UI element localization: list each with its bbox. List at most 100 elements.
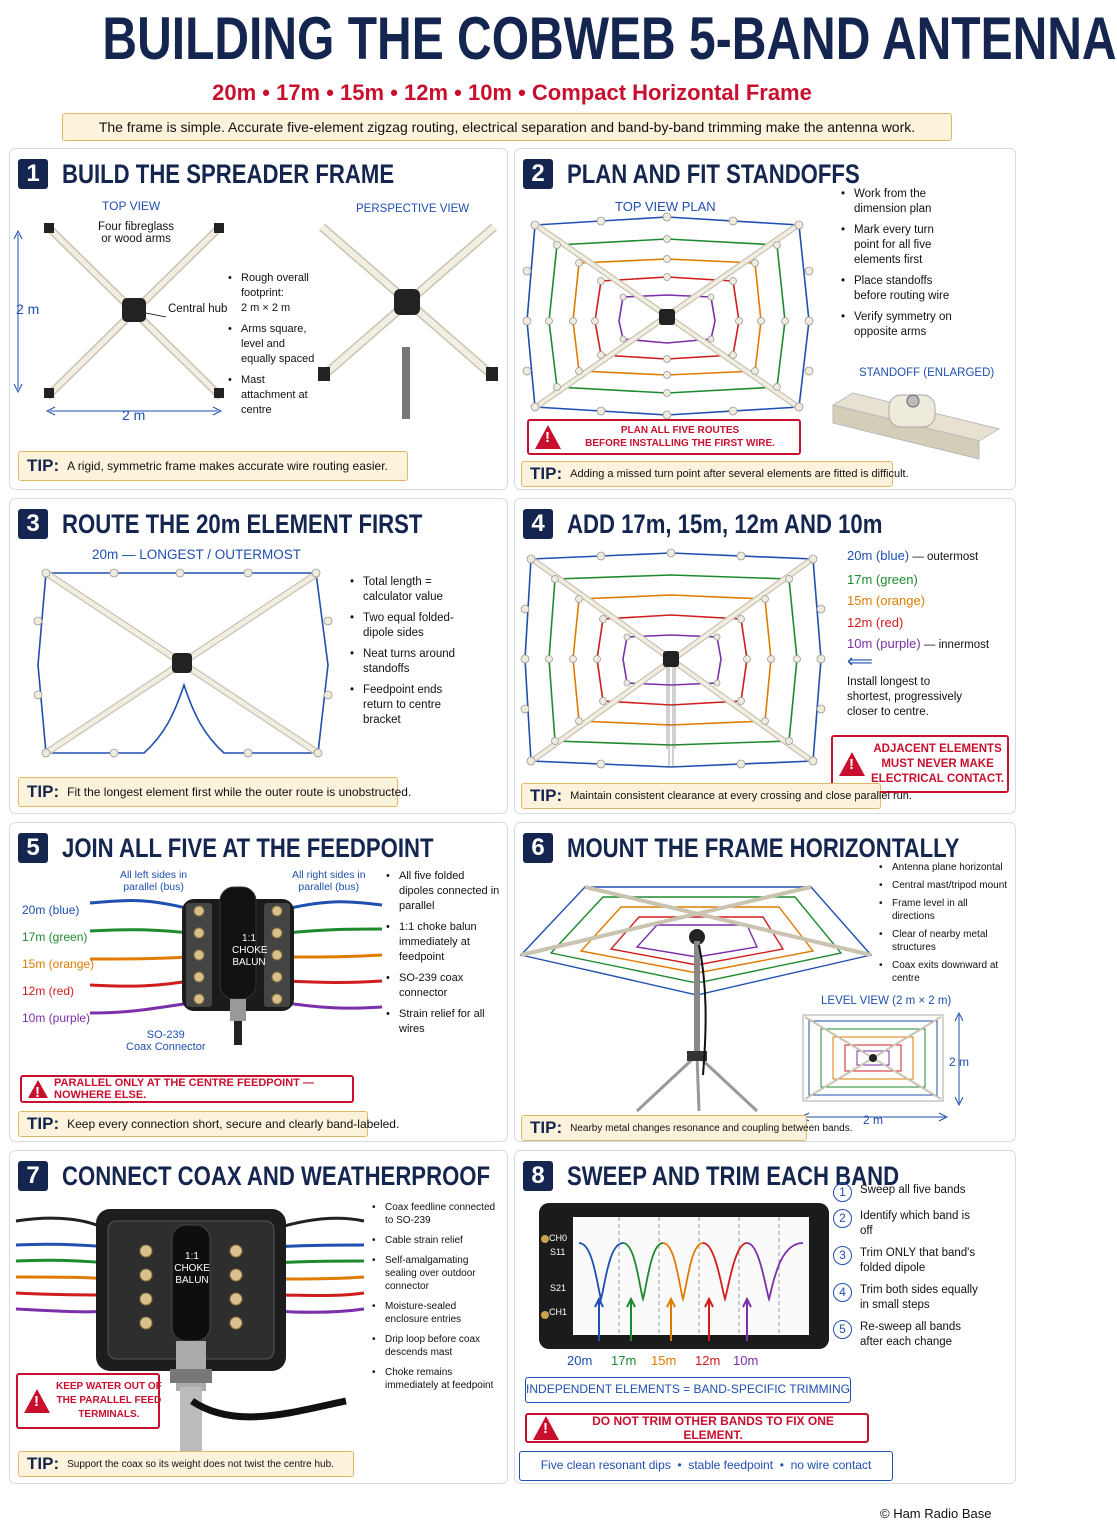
note-equal-sides: Two equal folded-dipole sides: [350, 611, 460, 641]
note-total-length: Total length = calculator value: [350, 575, 460, 605]
tip-bar: TIP: Fit the longest element first while …: [18, 777, 411, 807]
note-neat-turns: Neat turns around standoffs: [350, 647, 460, 677]
tip-bar: TIP:Adding a missed turn point after sev…: [521, 461, 909, 487]
panel-title: BUILD THE SPREADER FRAME: [62, 159, 395, 189]
step-3-number: 3: [833, 1246, 852, 1265]
note-clear-metal: Clear of nearby metal structures: [879, 928, 1011, 954]
install-order-note: Install longest to shortest, progressive…: [847, 676, 963, 718]
warning-icon: [24, 1389, 50, 1413]
band-labels: 20m 17m 15m 12m 10m: [567, 1353, 773, 1368]
band-label-15m: 15m: [651, 1353, 677, 1368]
note-strain-relief: Strain relief for all wires: [386, 1007, 502, 1037]
band-label-10m: 10m: [733, 1353, 759, 1368]
plan-notes: Work from the dimension plan Mark every …: [841, 187, 961, 346]
warning-text: PARALLEL ONLY AT THE CENTRE FEEDPOINT — …: [54, 1077, 314, 1101]
step-2-number: 2: [833, 1209, 852, 1228]
wire-labels: 20m (blue) 17m (green) 15m (orange) 12m …: [22, 897, 94, 1032]
warning-icon: [533, 1416, 559, 1440]
warning-icon: [28, 1080, 48, 1101]
contact-warning: ADJACENT ELEMENTS MUST NEVER MAKE ELECTR…: [831, 735, 1009, 793]
note-turn-points: Mark every turn point for all five eleme…: [841, 223, 961, 268]
panel-4: 4 ADD 17m, 15m, 12m AND 10m 20m (blue) —…: [514, 498, 1016, 814]
analyzer-s21-label: S21: [550, 1283, 567, 1293]
standoff-enlarged-drawing: [831, 392, 1001, 460]
tip-text: Fit the longest element first while the …: [67, 785, 412, 799]
level-view-label: LEVEL VIEW (2 m × 2 m): [821, 995, 952, 1007]
step-1: 1 Sweep all five bands: [833, 1183, 979, 1202]
infographic-page: { "title":"BUILDING THE COBWEB 5-BAND AN…: [0, 0, 1024, 1536]
perspective-label: PERSPECTIVE VIEW: [356, 203, 470, 215]
wire-label-12m: 12m (red): [22, 984, 75, 998]
tip-label: TIP:: [530, 1118, 563, 1137]
panel-1: 1 BUILD THE SPREADER FRAME TOP VIEW Four…: [9, 148, 508, 490]
note-frame-level: Frame level in all directions: [879, 897, 1011, 923]
so239-label: SO-239 Coax Connector: [126, 1029, 206, 1053]
tip-text: Maintain consistent clearance at every c…: [570, 790, 912, 802]
panel-title: PLAN AND FIT STANDOFFS: [567, 159, 860, 189]
warning-icon: [535, 425, 561, 449]
panel-title: MOUNT THE FRAME HORIZONTALLY: [567, 833, 960, 863]
tip-text: Nearby metal changes resonance and coupl…: [570, 1122, 853, 1134]
panel-title: CONNECT COAX AND WEATHERPROOF: [62, 1161, 491, 1191]
feedpoint-junction-drawing: [89, 886, 383, 1045]
step-number: 1: [18, 159, 48, 189]
routing-notes: Total length = calculator value Two equa…: [350, 575, 460, 734]
step-5-number: 5: [833, 1320, 852, 1339]
plan-label: TOP VIEW PLAN: [615, 199, 716, 214]
note-so239: SO-239 coax connector: [386, 971, 502, 1001]
warning-icon: [839, 752, 865, 776]
step-3-text: Trim ONLY that band's folded dipole: [860, 1247, 976, 1274]
balun-label: 1:1 CHOKE BALUN: [232, 933, 268, 968]
water-warning: KEEP WATER OUT OF THE PARALLEL FEED TERM…: [16, 1373, 162, 1429]
step-number: 2: [523, 159, 553, 189]
legend-12m: 12m (red): [847, 614, 904, 630]
note-footprint: Rough overall footprint: 2 m × 2 m: [228, 271, 318, 316]
standoff-plan-drawing: [522, 212, 814, 420]
step-1-number: 1: [833, 1183, 852, 1202]
step-number: 6: [523, 833, 553, 863]
step-4-number: 4: [833, 1283, 852, 1302]
wire-label-15m: 15m (orange): [22, 957, 95, 971]
arrow-left-icon: ⟸: [847, 651, 873, 671]
parallel-warning: PARALLEL ONLY AT THE CENTRE FEEDPOINT — …: [20, 1075, 354, 1103]
legend-20m-note: — outermost: [909, 551, 979, 563]
page-subtitle: 20m • 17m • 15m • 12m • 10m • Compact Ho…: [212, 80, 812, 105]
warning-text: KEEP WATER OUT OF THE PARALLEL FEED TERM…: [56, 1381, 162, 1420]
width-dimension: 2 m: [863, 1113, 884, 1127]
hub-label: Central hub: [168, 303, 228, 315]
band-dip-arrows: [594, 1296, 752, 1341]
level-view-drawing: [802, 1014, 944, 1102]
note-arms: Arms square, level and equally spaced: [228, 322, 318, 367]
step-2-text: Identify which band is off: [860, 1210, 970, 1237]
balun-label: 1:1 CHOKE BALUN: [174, 1251, 210, 1286]
wire-label-10m: 10m (purple): [22, 1011, 91, 1025]
weatherproof-enclosure-drawing: [15, 1209, 365, 1471]
note-symmetry: Verify symmetry on opposite arms: [841, 310, 961, 340]
panel-title: ADD 17m, 15m, 12m AND 10m: [567, 509, 883, 539]
step-number: 3: [18, 509, 48, 539]
tip-label: TIP:: [530, 786, 563, 805]
warning-text: PLAN ALL FIVE ROUTES BEFORE INSTALLING T…: [585, 425, 775, 449]
copyright-credit: © Ham Radio Base: [880, 1506, 992, 1521]
legend-17m: 17m (green): [847, 571, 918, 587]
result-box: Five clean resonant dips • stable feedpo…: [519, 1451, 893, 1481]
tip-label: TIP:: [27, 456, 60, 475]
weatherproof-notes: Coax feedline connected to SO-239 Cable …: [372, 1201, 502, 1398]
tip-bar: TIP: Maintain consistent clearance at eve…: [521, 783, 912, 809]
note-plane-horizontal: Antenna plane horizontal: [879, 861, 1011, 874]
perspective-frame-drawing: [318, 223, 498, 419]
tip-text: A rigid, symmetric frame makes accurate …: [67, 459, 388, 473]
independent-elements-box: INDEPENDENT ELEMENTS = BAND-SPECIFIC TRI…: [525, 1377, 851, 1403]
step-number: 4: [523, 509, 553, 539]
note-sealed-entries: Moisture-sealed enclosure entries: [372, 1300, 502, 1326]
step-5-text: Re-sweep all bands after each change: [860, 1321, 962, 1348]
frame-notes: Rough overall footprint: 2 m × 2 m Arms …: [228, 271, 318, 424]
level-dimension-lines: [799, 1011, 964, 1122]
step-1-text: Sweep all five bands: [860, 1184, 966, 1196]
tip-label: TIP:: [27, 782, 60, 801]
tip-text: Support the coax so its weight does not …: [67, 1458, 334, 1470]
height-dimension: 2 m: [949, 1055, 970, 1069]
panel-5: 5 JOIN ALL FIVE AT THE FEEDPOINT All lef…: [9, 822, 508, 1142]
note-coax-connected: Coax feedline connected to SO-239: [372, 1201, 502, 1227]
